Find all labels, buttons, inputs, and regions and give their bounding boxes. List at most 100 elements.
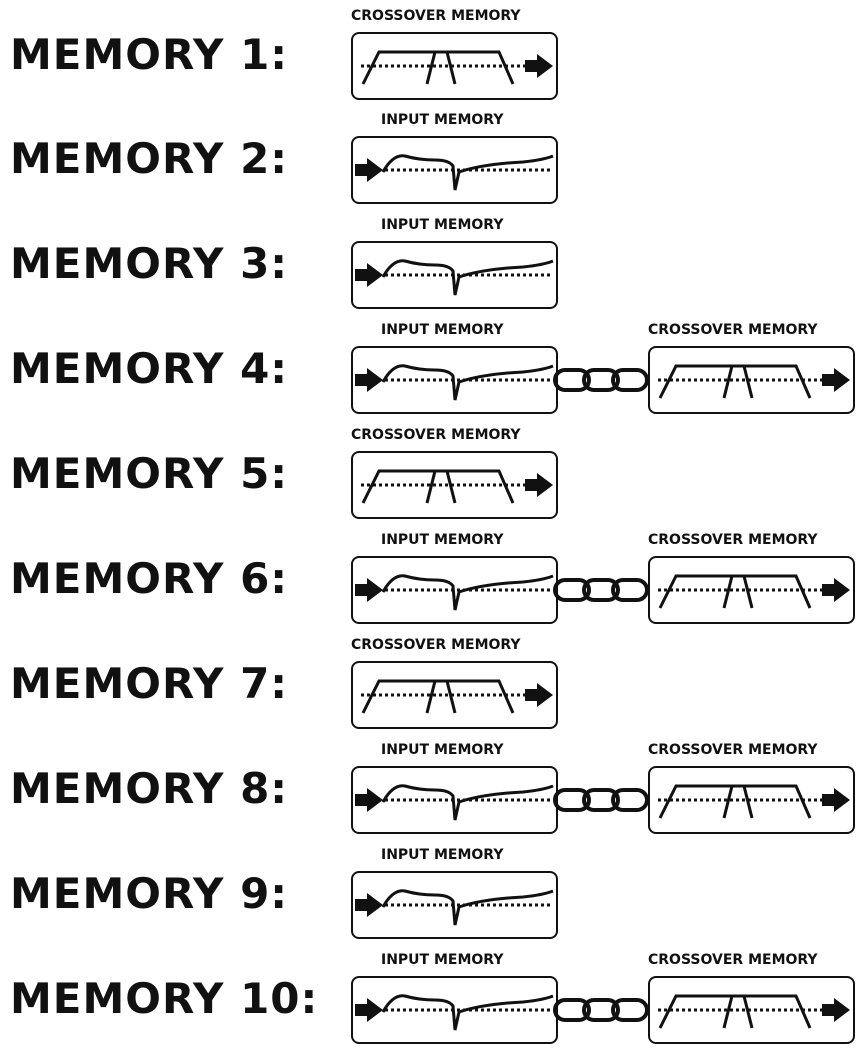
crossover-memory-title: CROSSOVER MEMORY — [648, 532, 818, 548]
highpass-curve — [425, 50, 515, 85]
input-eq-curve-icon — [355, 259, 554, 296]
memory-row: MEMORY 7: CROSSOVER MEMORY — [0, 629, 861, 733]
chain-link-connector — [553, 782, 649, 822]
crossover-memory-title: CROSSOVER MEMORY — [351, 427, 521, 443]
input-memory-title: INPUT MEMORY — [381, 952, 504, 968]
chain-link — [553, 998, 591, 1022]
crossover-memory-box — [648, 346, 855, 414]
input-memory-box — [351, 556, 558, 624]
memory-row: MEMORY 3:INPUT MEMORY — [0, 209, 861, 313]
memory-label: MEMORY 5: — [10, 449, 289, 498]
memory-label: MEMORY 6: — [10, 554, 289, 603]
chain-link-icon — [553, 998, 649, 1022]
input-memory-box — [351, 136, 558, 204]
eq-curve — [381, 574, 554, 611]
memory-label: MEMORY 1: — [10, 30, 289, 79]
chain-link — [553, 788, 591, 812]
crossover-memory-title: CROSSOVER MEMORY — [648, 322, 818, 338]
input-eq-curve-icon — [355, 889, 554, 926]
eq-curve — [381, 889, 554, 926]
signal-arrow-icon — [355, 578, 383, 602]
memory-label: MEMORY 10: — [10, 974, 319, 1023]
memory-label: MEMORY 8: — [10, 764, 289, 813]
highpass-curve — [722, 574, 812, 609]
memory-row: MEMORY 4: INPUT MEMORY CROSSOVER MEMORY — [0, 314, 861, 418]
memory-row: MEMORY 5: CROSSOVER MEMORY — [0, 419, 861, 523]
chain-link — [611, 368, 649, 392]
signal-arrow-icon — [355, 158, 383, 182]
crossover-memory-box — [351, 451, 558, 519]
chain-link — [553, 578, 591, 602]
memory-row: MEMORY 6: INPUT MEMORY CROSSOVER MEMORY — [0, 524, 861, 628]
chain-link — [611, 578, 649, 602]
chain-link — [582, 368, 620, 392]
chain-link-connector — [553, 362, 649, 402]
input-eq-curve-icon — [355, 574, 554, 611]
crossover-curve-icon — [361, 50, 553, 85]
memory-label: MEMORY 2: — [10, 134, 289, 183]
crossover-memory-title: CROSSOVER MEMORY — [648, 742, 818, 758]
crossover-memory-box — [648, 976, 855, 1044]
crossover-curve-icon — [658, 574, 850, 609]
input-eq-curve-icon — [355, 154, 554, 191]
signal-arrow-icon — [822, 788, 850, 812]
input-memory-title: INPUT MEMORY — [381, 217, 504, 233]
lowpass-curve — [361, 469, 457, 504]
crossover-memory-box — [351, 661, 558, 729]
signal-arrow-icon — [355, 998, 383, 1022]
crossover-memory-box — [648, 766, 855, 834]
signal-arrow-icon — [355, 368, 383, 392]
input-memory-title: INPUT MEMORY — [381, 847, 504, 863]
chain-link — [582, 578, 620, 602]
crossover-curve-icon — [361, 679, 553, 714]
chain-link — [582, 788, 620, 812]
input-memory-title: INPUT MEMORY — [381, 322, 504, 338]
input-memory-title: INPUT MEMORY — [381, 112, 504, 128]
lowpass-curve — [658, 364, 754, 399]
crossover-curve-icon — [658, 994, 850, 1029]
chain-link — [611, 788, 649, 812]
input-memory-box — [351, 241, 558, 309]
crossover-curve-icon — [658, 784, 850, 819]
memory-label: MEMORY 9: — [10, 869, 289, 918]
eq-curve — [381, 364, 554, 401]
crossover-curve-icon — [361, 469, 553, 504]
input-memory-box — [351, 871, 558, 939]
highpass-curve — [425, 679, 515, 714]
signal-arrow-icon — [822, 998, 850, 1022]
signal-arrow-icon — [525, 683, 553, 707]
signal-arrow-icon — [822, 578, 850, 602]
lowpass-curve — [658, 994, 754, 1029]
input-memory-box — [351, 766, 558, 834]
highpass-curve — [722, 784, 812, 819]
chain-link — [582, 998, 620, 1022]
chain-link-icon — [553, 368, 649, 392]
eq-curve — [381, 784, 554, 821]
crossover-memory-title: CROSSOVER MEMORY — [351, 637, 521, 653]
memory-row: MEMORY 2: INPUT MEMORY — [0, 104, 861, 208]
highpass-curve — [722, 364, 812, 399]
crossover-memory-box — [648, 556, 855, 624]
input-eq-curve-icon — [355, 784, 554, 821]
input-memory-title: INPUT MEMORY — [381, 532, 504, 548]
signal-arrow-icon — [822, 368, 850, 392]
chain-link-connector — [553, 572, 649, 612]
lowpass-curve — [658, 574, 754, 609]
chain-link — [553, 368, 591, 392]
input-memory-box — [351, 346, 558, 414]
signal-arrow-icon — [525, 473, 553, 497]
chain-link-connector — [553, 992, 649, 1032]
memory-label: MEMORY 4: — [10, 344, 289, 393]
signal-arrow-icon — [355, 893, 383, 917]
input-eq-curve-icon — [355, 994, 554, 1031]
memory-label: MEMORY 7: — [10, 659, 289, 708]
lowpass-curve — [361, 679, 457, 714]
eq-curve — [381, 259, 554, 296]
lowpass-curve — [361, 50, 457, 85]
highpass-curve — [425, 469, 515, 504]
memory-row: MEMORY 1: CROSSOVER MEMORY — [0, 0, 861, 104]
chain-link-icon — [553, 788, 649, 812]
crossover-memory-title: CROSSOVER MEMORY — [351, 8, 521, 24]
